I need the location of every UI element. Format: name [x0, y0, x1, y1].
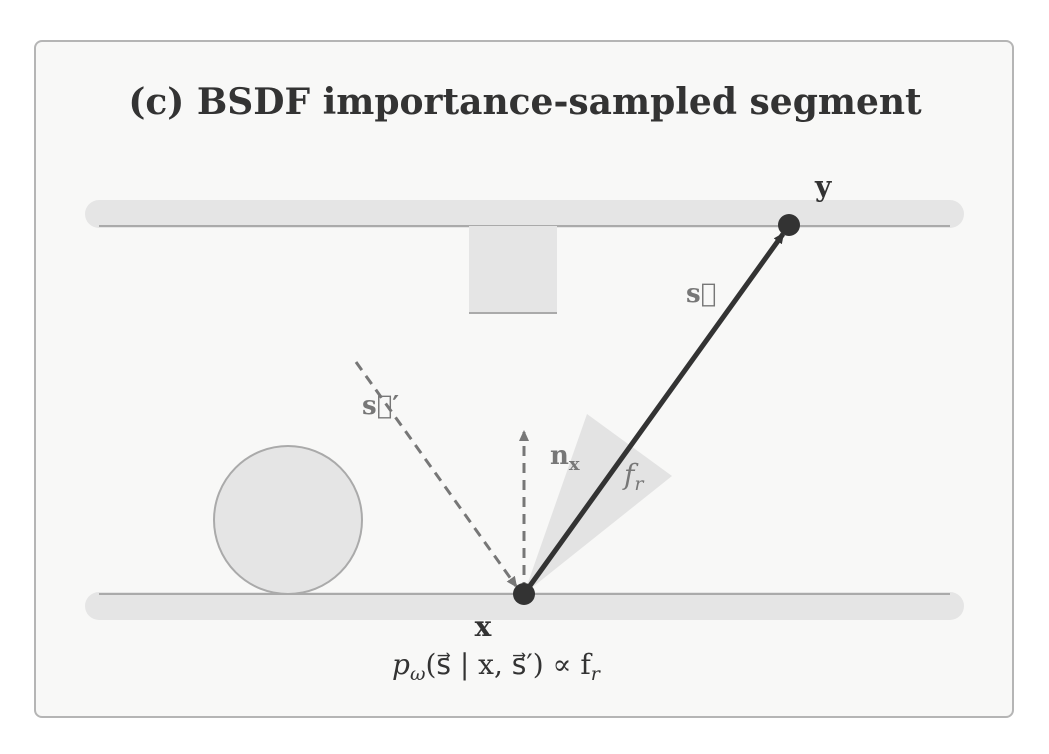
point-x-label: x	[475, 610, 492, 643]
direction-s-label: s⃗	[686, 279, 716, 309]
normal-label-main: n	[550, 441, 569, 471]
normal-label: nx	[550, 441, 580, 475]
incoming-direction-arrow	[354, 361, 518, 588]
sphere-occluder	[213, 445, 363, 595]
formula-body: (s⃗ | x, s⃗′) ∝ f	[425, 648, 593, 681]
brdf-lobe	[524, 414, 672, 594]
point-y-label: y	[814, 170, 832, 203]
pdf-formula: pω(s⃗ | x, s⃗′) ∝ fr	[392, 648, 602, 685]
formula-sub-r: r	[591, 663, 602, 685]
brdf-label-sub: r	[634, 473, 645, 495]
point-x-marker	[513, 583, 535, 605]
formula-omega: ω	[410, 663, 426, 685]
top-surface	[85, 200, 964, 228]
direction-s-prime-label: s⃗′	[362, 391, 399, 421]
figure-title: (c) BSDF importance-sampled segment	[128, 81, 922, 123]
formula-p: p	[392, 648, 410, 681]
point-y-marker	[778, 214, 800, 236]
occluder-block	[469, 226, 557, 314]
normal-label-sub: x	[569, 454, 580, 475]
sampled-direction-arrow	[521, 232, 786, 596]
